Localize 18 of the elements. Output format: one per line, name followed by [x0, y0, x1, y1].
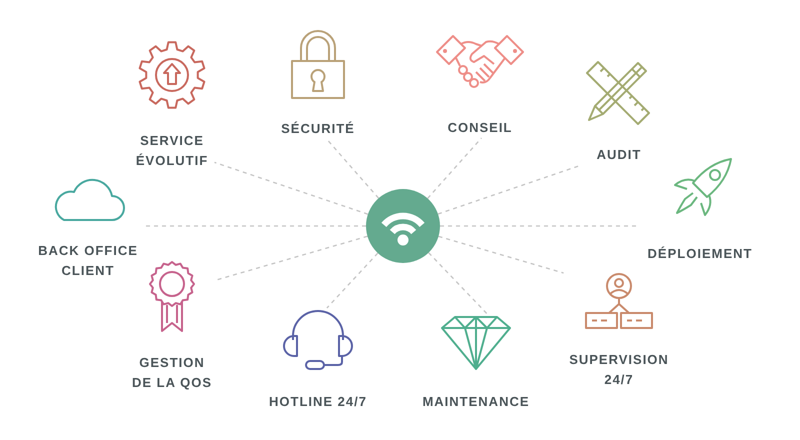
service-label: GESTION DE LA QOS	[130, 354, 214, 392]
connector-line	[326, 138, 380, 199]
service-label: MAINTENANCE	[422, 393, 530, 411]
service-label: SERVICE ÉVOLUTIF	[134, 132, 210, 170]
service-label: HOTLINE 24/7	[269, 393, 367, 411]
connector-line	[428, 252, 489, 316]
connector-line	[214, 162, 368, 215]
connector-line	[427, 138, 482, 199]
connector-line	[438, 236, 564, 274]
wifi-icon	[366, 189, 440, 263]
service-label: CONSEIL	[448, 119, 512, 137]
connector-line	[143, 225, 366, 227]
service-label: SUPERVISION 24/7	[568, 351, 670, 389]
connector-line	[326, 252, 378, 308]
service-label: SÉCURITÉ	[281, 120, 355, 138]
service-label: BACK OFFICE CLIENT	[37, 242, 139, 280]
service-label: AUDIT	[596, 146, 642, 164]
service-label: DÉPLOIEMENT	[648, 245, 752, 263]
